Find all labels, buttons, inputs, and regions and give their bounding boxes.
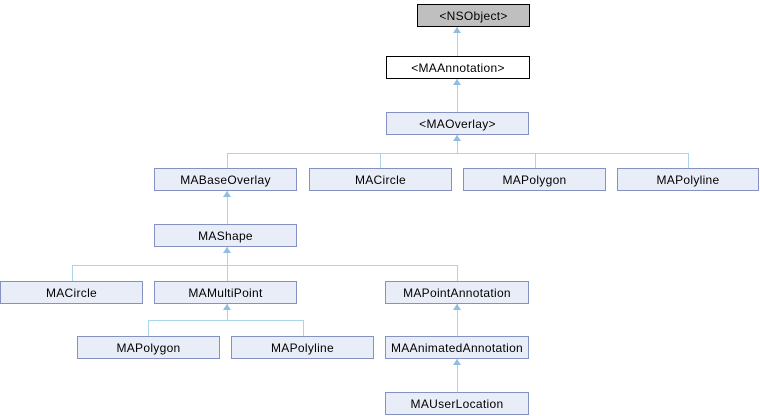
edge-stub-mapolygon-multipoint <box>148 320 149 336</box>
edge-bus-to-maoverlay <box>457 135 458 153</box>
class-node-macircle-shape[interactable]: MACircle <box>0 281 143 304</box>
edge-mauserlocation-to-maanimatedannotation <box>457 359 458 392</box>
class-node-maoverlay[interactable]: <MAOverlay> <box>386 112 529 135</box>
class-node-mamultipoint[interactable]: MAMultiPoint <box>154 281 297 304</box>
edge-stub-mapolyline-overlay <box>688 153 689 168</box>
edge-maannotation-to-nsobject <box>457 27 458 56</box>
edge-stub-macircle-shape <box>72 265 73 281</box>
edge-bus-to-mamultipoint <box>227 304 228 320</box>
edge-stub-mabaseoverlay <box>227 153 228 168</box>
edge-stub-macircle-overlay <box>380 153 381 168</box>
arrowhead-up-icon <box>453 135 461 141</box>
arrowhead-up-icon <box>223 247 231 253</box>
edge-bus-mamultipoint-children <box>148 320 304 321</box>
class-node-mabaseoverlay[interactable]: MABaseOverlay <box>154 168 297 191</box>
edge-stub-mapointannotation <box>457 265 458 281</box>
class-node-mauserlocation[interactable]: MAUserLocation <box>385 392 529 415</box>
class-node-mapolyline-overlay[interactable]: MAPolyline <box>617 168 759 191</box>
arrowhead-up-icon <box>453 27 461 33</box>
arrowhead-up-icon <box>223 304 231 310</box>
arrowhead-up-icon <box>453 304 461 310</box>
class-node-nsobject[interactable]: <NSObject> <box>417 4 530 27</box>
edge-stub-mamultipoint <box>227 265 228 281</box>
edge-bus-to-mashape <box>227 247 228 265</box>
arrowhead-up-icon <box>453 359 461 365</box>
edge-stub-mapolyline-multipoint <box>303 320 304 336</box>
edge-maoverlay-to-maannotation <box>457 79 458 112</box>
class-node-mapolygon-overlay[interactable]: MAPolygon <box>463 168 606 191</box>
class-node-maanimatedannotation[interactable]: MAAnimatedAnnotation <box>385 336 529 359</box>
class-node-mashape[interactable]: MAShape <box>154 224 297 247</box>
class-node-mapolyline-multipoint[interactable]: MAPolyline <box>231 336 374 359</box>
edge-bus-mashape-children <box>72 265 458 266</box>
arrowhead-up-icon <box>223 191 231 197</box>
class-node-mapolygon-multipoint[interactable]: MAPolygon <box>77 336 220 359</box>
edge-maanimatedannotation-to-mapointannotation <box>457 304 458 336</box>
edge-stub-mapolygon-overlay <box>535 153 536 168</box>
edge-mashape-to-mabaseoverlay <box>227 191 228 224</box>
arrowhead-up-icon <box>453 79 461 85</box>
class-node-mapointannotation[interactable]: MAPointAnnotation <box>385 281 529 304</box>
class-node-macircle-overlay[interactable]: MACircle <box>309 168 452 191</box>
class-node-maannotation[interactable]: <MAAnnotation> <box>386 56 530 79</box>
edge-bus-maoverlay-children <box>227 153 689 154</box>
